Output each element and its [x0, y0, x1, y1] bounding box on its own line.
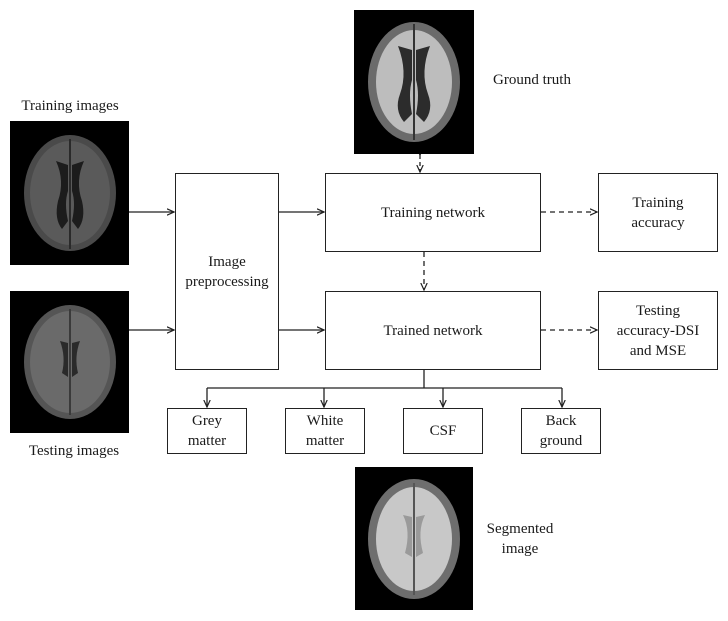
segmented-image — [355, 467, 473, 610]
csf-box: CSF — [403, 408, 483, 454]
grey-matter-box: Grey matter — [167, 408, 247, 454]
testing-accuracy-box: Testing accuracy-DSI and MSE — [598, 291, 718, 370]
testing-images-label: Testing images — [28, 443, 120, 459]
segmented-image-label: Segmented image — [486, 521, 554, 557]
training-network-box: Training network — [325, 173, 541, 252]
image-preprocessing-box: Image preprocessing — [175, 173, 279, 370]
white-matter-box: White matter — [285, 408, 365, 454]
trained-network-box: Trained network — [325, 291, 541, 370]
training-images-label: Training images — [21, 98, 119, 114]
ground-truth-image — [354, 10, 474, 154]
training-image — [10, 121, 129, 265]
ground-truth-label: Ground truth — [493, 72, 571, 88]
testing-image — [10, 291, 129, 433]
training-accuracy-box: Training accuracy — [598, 173, 718, 252]
background-box: Back ground — [521, 408, 601, 454]
